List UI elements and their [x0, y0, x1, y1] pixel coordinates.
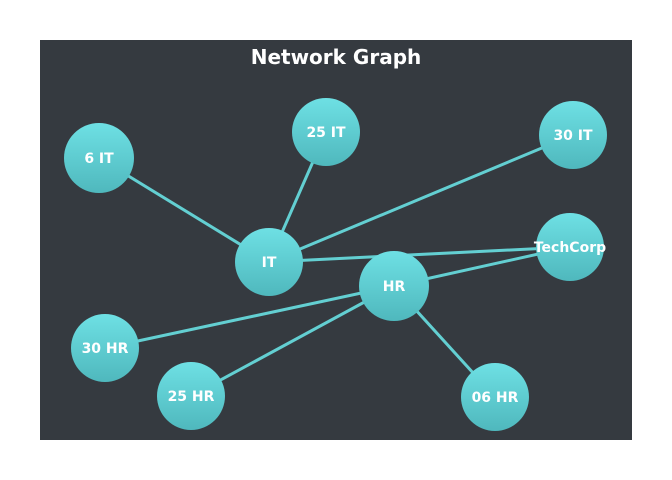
- node-hr: HR: [359, 251, 429, 321]
- node-label-30it: 30 IT: [553, 128, 593, 144]
- node-30it: 30 IT: [539, 101, 607, 169]
- node-label-06hr: 06 HR: [472, 390, 519, 406]
- node-circle-30it: [539, 101, 607, 169]
- node-30hr: 30 HR: [71, 314, 139, 382]
- node-it: IT: [235, 228, 303, 296]
- node-circle-hr: [359, 251, 429, 321]
- edge-hr-25hr: [189, 284, 396, 398]
- edge-it-techcorp: [267, 245, 572, 264]
- node-layer: IT HR TechCorp 6 IT 25 IT 30 IT 30 HR 25 HR 06 H…: [64, 98, 607, 431]
- node-25it: 25 IT: [292, 98, 360, 166]
- node-circle-06hr: [461, 363, 529, 431]
- node-circle-25it: [292, 98, 360, 166]
- graph-title: Network Graph: [250, 45, 422, 69]
- node-06hr: 06 HR: [461, 363, 529, 431]
- node-circle-6it: [64, 123, 134, 193]
- node-label-25it: 25 IT: [306, 125, 346, 141]
- node-25hr: 25 HR: [157, 362, 225, 430]
- node-circle-30hr: [71, 314, 139, 382]
- node-label-techcorp: TechCorp: [534, 240, 606, 256]
- node-label-6it: 6 IT: [84, 151, 114, 167]
- node-label-hr: HR: [383, 279, 406, 295]
- edge-layer: [97, 130, 575, 399]
- node-techcorp: TechCorp: [534, 213, 606, 281]
- node-circle-techcorp: [536, 213, 604, 281]
- graph-panel: Network Graph IT HR TechCorp 6 IT 25 IT 30 IT…: [40, 40, 632, 440]
- node-label-30hr: 30 HR: [82, 341, 129, 357]
- network-graph: IT HR TechCorp 6 IT 25 IT 30 IT 30 HR 25 HR 06 H…: [64, 98, 607, 431]
- edge-it-30it: [267, 133, 575, 264]
- node-label-25hr: 25 HR: [168, 389, 215, 405]
- node-circle-25hr: [157, 362, 225, 430]
- node-label-it: IT: [262, 255, 277, 271]
- edge-hr-30hr: [103, 284, 396, 350]
- node-6it: 6 IT: [64, 123, 134, 193]
- node-circle-it: [235, 228, 303, 296]
